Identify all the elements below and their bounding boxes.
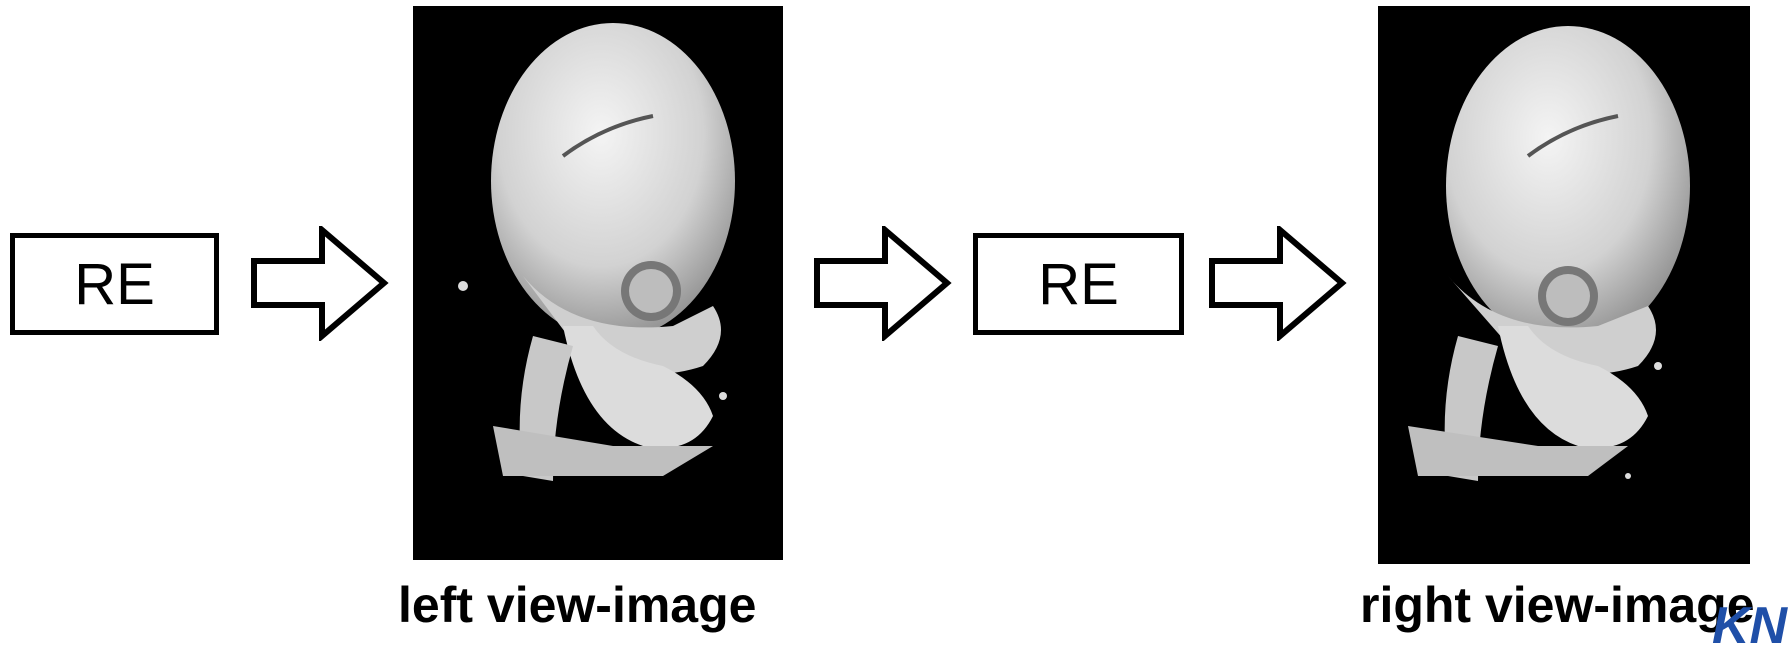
arrow-3-icon xyxy=(1208,226,1348,341)
skull-render-icon xyxy=(413,6,783,560)
logo-fragment: KN xyxy=(1712,596,1787,656)
re-box-2-label: RE xyxy=(1038,251,1119,318)
arrow-1-icon xyxy=(250,226,390,341)
left-view-panel xyxy=(413,6,783,560)
right-view-panel xyxy=(1378,6,1750,564)
re-box-1-label: RE xyxy=(74,251,155,318)
right-view-caption: right view-image xyxy=(1360,576,1755,634)
skull-render-icon xyxy=(1378,6,1750,564)
re-box-1: RE xyxy=(10,233,219,335)
left-view-caption: left view-image xyxy=(398,576,756,634)
arrow-2-icon xyxy=(813,226,953,341)
re-box-2: RE xyxy=(973,233,1184,335)
